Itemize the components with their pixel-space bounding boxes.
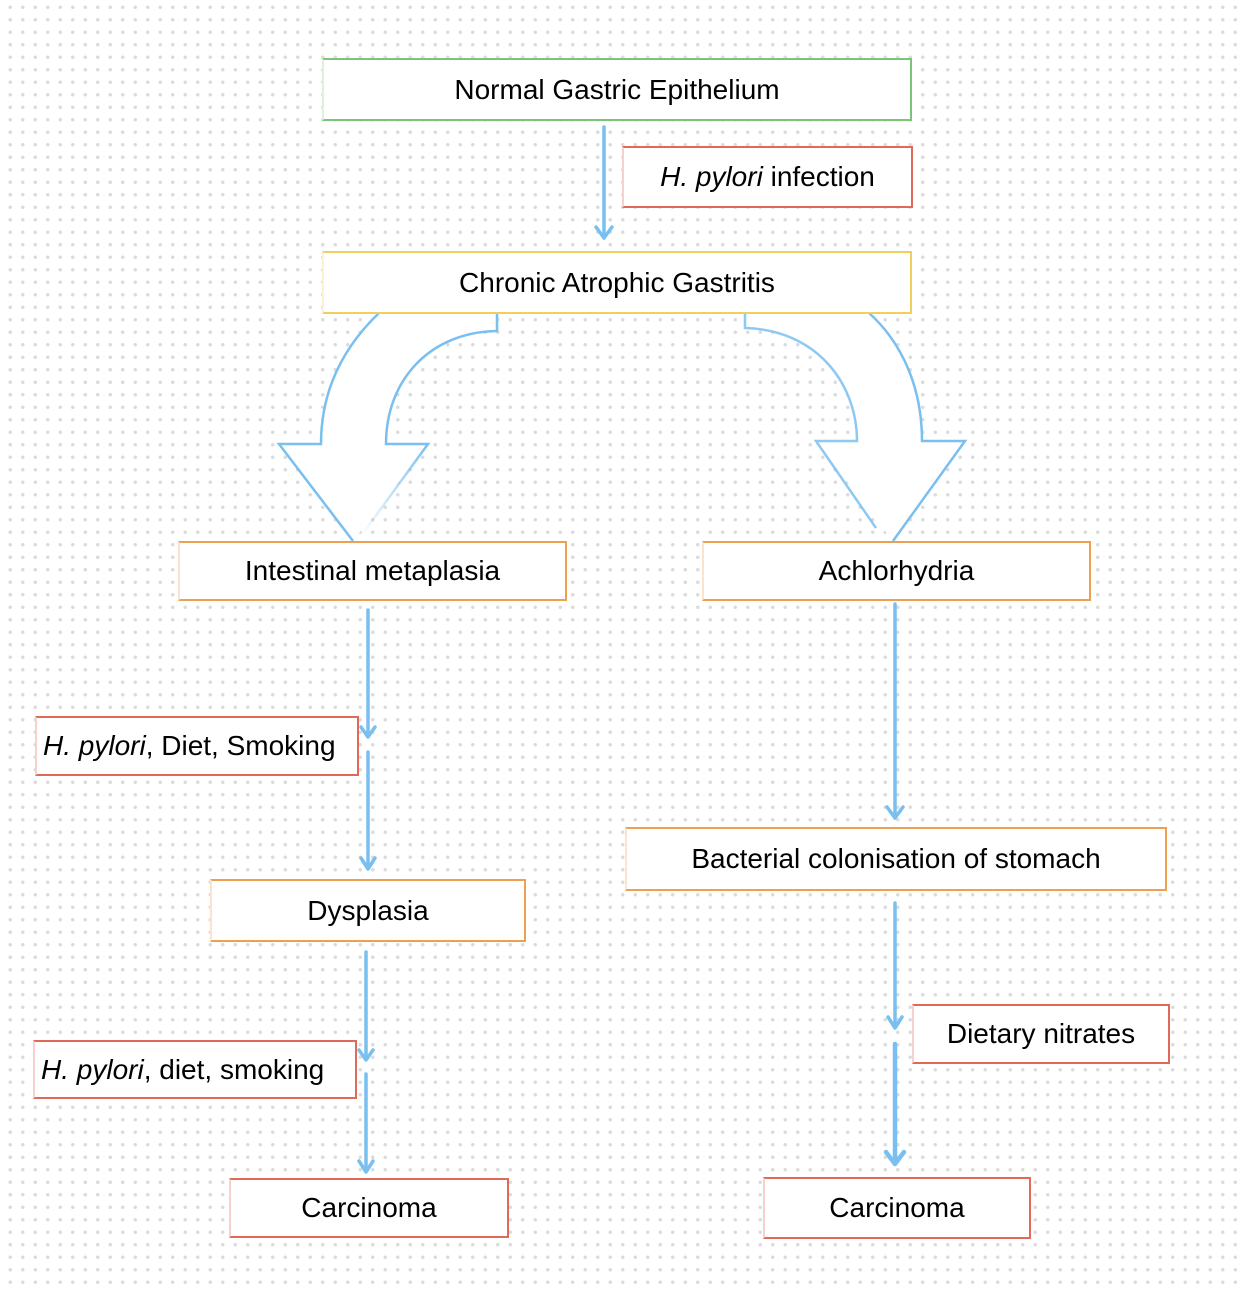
node-label: Intestinal metaplasia xyxy=(244,555,501,586)
arrow-normal-to-gastritis xyxy=(594,125,614,240)
node-label: Bacterial colonisation of stomach xyxy=(691,843,1101,874)
node-label: Carcinoma xyxy=(829,1192,965,1223)
factor-text: infection xyxy=(762,161,875,192)
factor-label: H. pylori, diet, smoking xyxy=(41,1054,324,1086)
factor-text: , diet, smoking xyxy=(143,1053,325,1085)
factor-label: H. pylori infection xyxy=(660,161,875,193)
factor-italic: H. pylori xyxy=(660,161,763,192)
factor-h-pylori-diet-smoking-1: H. pylori, Diet, Smoking xyxy=(35,716,359,776)
node-normal-gastric-epithelium: Normal Gastric Epithelium xyxy=(322,58,912,121)
factor-label: H. pylori, Diet, Smoking xyxy=(43,730,336,762)
node-label: Normal Gastric Epithelium xyxy=(454,73,780,105)
node-label: Achlorhydria xyxy=(818,555,975,586)
node-label: Chronic Atrophic Gastritis xyxy=(459,266,775,298)
arrow-bacterial-to-carcinoma xyxy=(883,901,907,1167)
node-carcinoma-left: Carcinoma xyxy=(229,1178,509,1238)
node-label: Dysplasia xyxy=(307,894,429,926)
block-arrow-to-metaplasia xyxy=(276,311,499,542)
arrow-dysplasia-to-carcinoma xyxy=(357,950,375,1174)
factor-dietary-nitrates: Dietary nitrates xyxy=(912,1004,1170,1064)
factor-h-pylori-diet-smoking-2: H. pylori, diet, smoking xyxy=(33,1040,357,1099)
node-achlorhydria: Achlorhydria xyxy=(702,541,1091,601)
node-dysplasia: Dysplasia xyxy=(210,879,526,942)
node-label: Carcinoma xyxy=(301,1192,437,1223)
node-bacterial-colonisation: Bacterial colonisation of stomach xyxy=(625,827,1167,891)
node-chronic-atrophic-gastritis: Chronic Atrophic Gastritis xyxy=(322,251,912,314)
factor-text: , Diet, Smoking xyxy=(145,730,336,761)
arrow-metaplasia-to-dysplasia xyxy=(359,608,377,871)
arrow-achlorhydria-to-bacterial xyxy=(885,602,905,820)
factor-italic: H. pylori xyxy=(41,1053,144,1085)
block-arrow-to-achlorhydria xyxy=(743,311,968,542)
node-intestinal-metaplasia: Intestinal metaplasia xyxy=(178,541,567,601)
node-carcinoma-right: Carcinoma xyxy=(763,1177,1031,1239)
factor-h-pylori-infection: H. pylori infection xyxy=(622,146,913,208)
factor-italic: H. pylori xyxy=(43,730,146,761)
factor-label: Dietary nitrates xyxy=(946,1018,1136,1049)
